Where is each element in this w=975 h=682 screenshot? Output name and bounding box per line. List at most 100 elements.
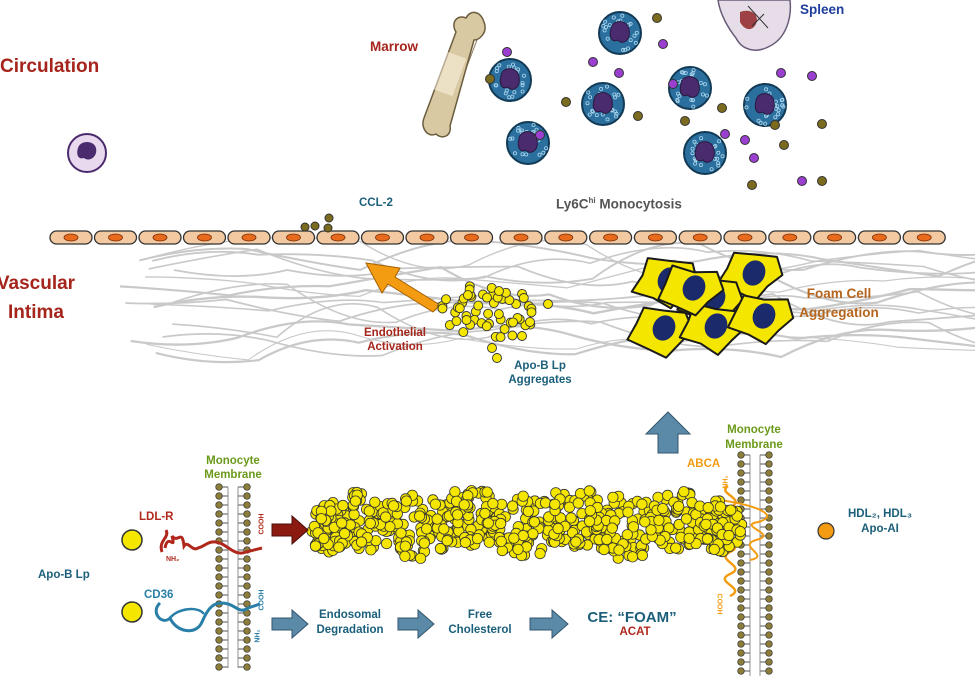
bone-icon <box>422 11 486 138</box>
spleen-icon <box>717 0 792 51</box>
flow-arrows <box>271 514 569 640</box>
free-cholesterol-label-2: Cholesterol <box>448 624 512 636</box>
olive-particle <box>485 74 495 84</box>
intima-fibers <box>119 236 975 364</box>
endothelial-cell <box>588 230 633 245</box>
right-monocyte-membrane <box>737 451 773 676</box>
purple-particle <box>807 71 817 81</box>
endothelial-layer <box>49 230 946 245</box>
endothelial-cell <box>271 230 316 245</box>
foam-cell-aggregation-label-1: Foam Cell <box>806 286 872 301</box>
endothelial-cell <box>812 230 857 245</box>
endothelial-cell <box>316 230 360 245</box>
intima-fiber <box>130 320 975 359</box>
purple-particle <box>749 153 759 163</box>
foam-cell-icon <box>726 294 795 346</box>
olive-particle <box>770 120 780 130</box>
endothelial-activation-arrow <box>365 262 441 313</box>
olive-particle <box>633 111 643 121</box>
apob-lp-aggregates <box>437 281 553 363</box>
endothelial-cell <box>857 230 902 245</box>
intima-fiber <box>119 265 975 309</box>
endosomal-label-2: Degradation <box>316 624 384 636</box>
ldlr-cooh-label: COOH <box>258 513 266 535</box>
olive-particle <box>817 119 827 129</box>
olive-particle <box>817 176 827 186</box>
intima-fiber <box>146 330 975 361</box>
intima-label: Intima <box>8 302 64 323</box>
apob-lp-particles <box>121 529 143 623</box>
endothelial-activation-label-1: Endothelial <box>364 327 426 339</box>
marrow-label: Marrow <box>370 39 419 54</box>
left-membrane-label-1: Monocyte <box>206 455 260 467</box>
apob-lp-label: Apo-B Lp <box>38 569 90 581</box>
endothelial-cell <box>405 230 449 245</box>
ccl2-particle <box>300 222 310 232</box>
right-membrane-label-1: Monocyte <box>727 424 781 436</box>
free-cholesterol-label-1: Free <box>467 609 493 621</box>
cd36-label: CD36 <box>144 589 174 601</box>
purple-particle <box>740 135 750 145</box>
purple-particle <box>776 68 786 78</box>
olive-particle <box>561 97 571 107</box>
cd36-cooh-label: COOH <box>258 589 266 611</box>
purple-particle <box>588 57 598 67</box>
intima-fiber <box>151 241 975 284</box>
endothelial-cell <box>902 230 946 245</box>
monocyte-icon <box>743 83 787 127</box>
circulating-monocyte-icon <box>67 133 107 173</box>
olive-particle <box>652 13 662 23</box>
left-monocyte-membrane <box>215 483 251 671</box>
purple-particle <box>614 68 624 78</box>
cd36-nh2-label: NH₂ <box>254 629 262 643</box>
endothelial-cell <box>633 230 678 245</box>
monocyte-icon <box>683 131 727 175</box>
endothelial-cell <box>182 230 227 245</box>
monocyte-icon <box>488 58 532 102</box>
purple-particle <box>797 176 807 186</box>
intima-fiber <box>148 246 975 281</box>
endothelial-cell <box>723 230 767 245</box>
purple-particle <box>668 79 678 89</box>
left-membrane-label-2: Membrane <box>204 469 262 481</box>
foam-cell-icon <box>678 302 746 356</box>
endothelial-cell <box>678 230 722 245</box>
ccl2-label: CCL-2 <box>359 197 393 209</box>
vascular-label: Vascular <box>0 273 76 294</box>
foam-lipid-aggregate <box>306 485 748 564</box>
apob-aggregates-label-2: Aggregates <box>508 374 572 386</box>
monocyte-icon <box>581 82 625 126</box>
abca-nh2-label: NH₂ <box>722 475 730 489</box>
intima-fiber <box>155 331 975 364</box>
endothelial-cell <box>138 230 182 245</box>
ccl2-particle <box>323 223 333 233</box>
purple-particle <box>720 129 730 139</box>
abca-label: ABCA <box>687 458 721 470</box>
hdl-label: HDL₂, HDL₃ <box>847 508 913 520</box>
right-membrane-label-2: Membrane <box>725 439 783 451</box>
apoai-label: Apo-AI <box>861 523 899 535</box>
intima-fiber <box>150 293 975 318</box>
ldlr-label: LDL-R <box>139 511 174 523</box>
olive-particle <box>680 116 690 126</box>
olive-particle <box>717 103 727 113</box>
ldlr-nh2-label: NH₂ <box>166 556 180 563</box>
hdl-particle <box>817 522 835 540</box>
endothelial-cell <box>49 230 93 245</box>
ce-foam-label: CE: “FOAM” <box>587 609 677 626</box>
olive-particle <box>779 140 789 150</box>
intima-fiber <box>139 239 975 278</box>
monocyte-icon <box>668 66 712 110</box>
foam-cell-icon <box>626 306 694 359</box>
intima-fiber <box>162 320 975 357</box>
ccl2-particle <box>324 213 334 223</box>
foam-cell-icon <box>657 264 725 317</box>
spleen-label: Spleen <box>800 2 845 17</box>
olive-particle <box>747 180 757 190</box>
circulating-particles <box>300 13 827 233</box>
endothelial-activation-label-2: Activation <box>367 341 423 353</box>
ccl2-particle <box>310 221 320 231</box>
endothelial-cell <box>360 230 405 245</box>
apob-aggregates-label-1: Apo-B Lp <box>514 360 566 372</box>
